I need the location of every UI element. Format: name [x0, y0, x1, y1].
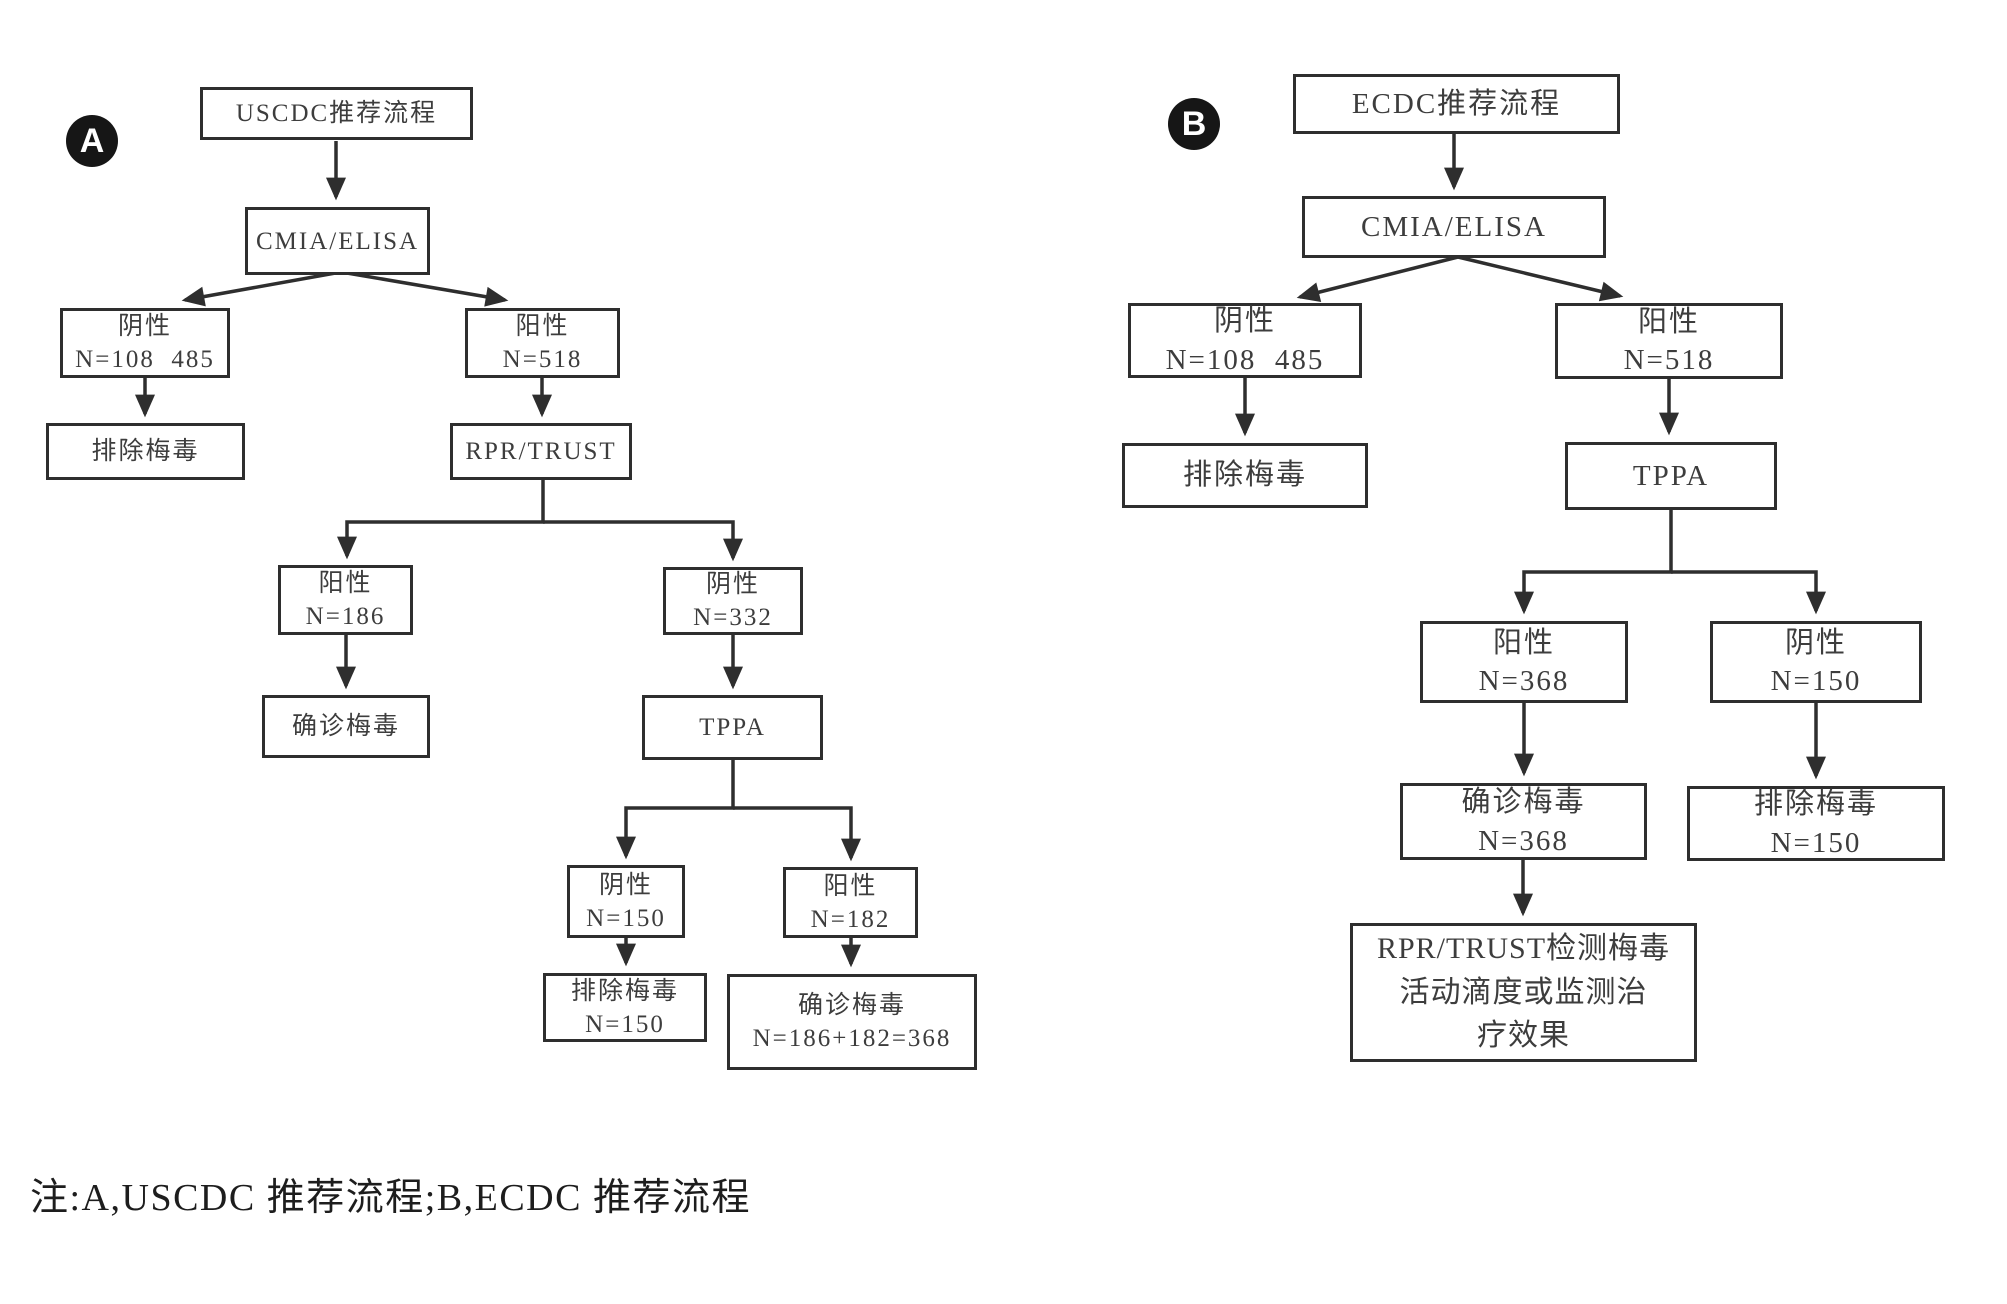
- panel-a-badge: A: [66, 115, 118, 167]
- box-b-cmia-elisa: CMIA/ELISA: [1302, 196, 1606, 258]
- box-label: 阴性: [598, 871, 653, 899]
- box-label: ECDC推荐流程: [1351, 87, 1562, 120]
- box-label: 确诊梅毒: [797, 992, 906, 1019]
- box-a-confirm-syphilis: 确诊梅毒: [262, 695, 430, 758]
- box-label: 排除梅毒: [91, 438, 200, 465]
- box-count: N=150: [1770, 826, 1862, 859]
- box-label: 排除梅毒: [1753, 788, 1878, 821]
- box-b-tppa-negative: 阴性 N=150: [1710, 621, 1922, 703]
- box-b-confirm-syphilis: 确诊梅毒 N=368: [1400, 783, 1647, 860]
- box-a-confirm-syphilis-total: 确诊梅毒 N=186+182=368: [727, 974, 977, 1070]
- box-label: 排除梅毒: [1182, 459, 1307, 492]
- box-uscdc-title: USCDC推荐流程: [200, 87, 473, 140]
- box-label: TPPA: [1632, 459, 1710, 492]
- box-b-rpr-trust-followup: RPR/TRUST检测梅毒 活动滴度或监测治 疗效果: [1350, 923, 1697, 1062]
- box-label: CMIA/ELISA: [1361, 210, 1547, 243]
- box-a-screen-positive: 阳性 N=518: [465, 308, 620, 378]
- box-b-exclude-syphilis: 排除梅毒: [1122, 443, 1368, 508]
- box-label: 排除梅毒: [570, 977, 679, 1005]
- box-count: N=186+182=368: [752, 1025, 952, 1052]
- box-b-screen-positive: 阳性 N=518: [1555, 303, 1783, 379]
- box-count: N=518: [1623, 344, 1715, 376]
- box-a-rpr-trust: RPR/TRUST: [450, 423, 632, 480]
- box-label: 阳性: [318, 570, 373, 597]
- box-count: N=150: [585, 1010, 665, 1038]
- box-count: N=368: [1478, 665, 1570, 697]
- box-a-tppa-positive: 阳性 N=182: [783, 867, 918, 938]
- box-label: 阳性: [823, 872, 878, 900]
- box-count: N=518: [502, 346, 583, 373]
- box-label: 阴性: [705, 571, 760, 598]
- panel-b-badge: B: [1168, 98, 1220, 150]
- box-count: N=182: [810, 905, 891, 933]
- box-count: N=150: [1770, 665, 1862, 697]
- box-label: 确诊梅毒: [1461, 786, 1586, 819]
- box-count: N=108 485: [1165, 343, 1325, 376]
- box-label: 阴性: [1213, 305, 1276, 338]
- box-a-exclude-syphilis: 排除梅毒: [46, 423, 245, 480]
- box-label: 阳性: [515, 313, 570, 340]
- box-label: 活动滴度或监测治: [1399, 975, 1648, 1009]
- box-b-exclude-syphilis-n150: 排除梅毒 N=150: [1687, 786, 1945, 861]
- box-label: 阳性: [1637, 305, 1700, 338]
- box-label: 阳性: [1492, 626, 1555, 659]
- box-a-exclude-syphilis-n150: 排除梅毒 N=150: [543, 973, 707, 1042]
- box-label: 阴性: [1784, 626, 1847, 659]
- box-label: 确诊梅毒: [291, 713, 400, 740]
- figure-footnote: 注:A,USCDC 推荐流程;B,ECDC 推荐流程: [30, 1177, 751, 1219]
- box-label: CMIA/ELISA: [255, 227, 420, 255]
- box-label: RPR/TRUST: [465, 438, 617, 465]
- box-count: N=332: [693, 604, 773, 631]
- box-label: 疗效果: [1477, 1019, 1570, 1053]
- box-count: N=368: [1478, 824, 1569, 857]
- box-b-tppa: TPPA: [1565, 442, 1777, 510]
- box-label: 阴性: [117, 313, 172, 340]
- box-a-tppa-negative: 阴性 N=150: [567, 865, 685, 938]
- box-count: N=150: [586, 904, 666, 932]
- box-b-screen-negative: 阴性 N=108 485: [1128, 303, 1362, 378]
- box-a-screen-negative: 阴性 N=108 485: [60, 308, 230, 378]
- box-a-tppa: TPPA: [642, 695, 823, 760]
- box-a-rpr-positive: 阳性 N=186: [278, 565, 413, 635]
- box-count: N=108 485: [75, 346, 215, 373]
- box-a-cmia-elisa: CMIA/ELISA: [245, 207, 430, 275]
- box-label: RPR/TRUST检测梅毒: [1376, 932, 1671, 966]
- box-count: N=186: [305, 603, 386, 630]
- box-ecdc-title: ECDC推荐流程: [1293, 74, 1620, 134]
- box-b-tppa-positive: 阳性 N=368: [1420, 621, 1628, 703]
- box-a-rpr-negative: 阴性 N=332: [663, 567, 803, 635]
- box-label: TPPA: [699, 714, 766, 741]
- box-label: USCDC推荐流程: [235, 100, 438, 127]
